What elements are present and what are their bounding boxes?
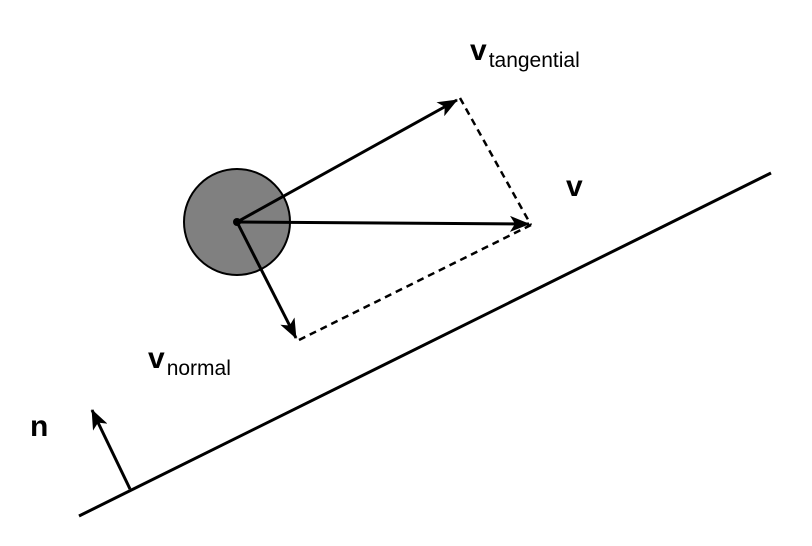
surface-normal-arrow (90, 409, 132, 490)
inclined-surface-line (78, 171, 772, 518)
label-v-normal-base: v (148, 342, 165, 375)
dashed-tangential-to-v (458, 97, 533, 226)
label-v-tangential-base: v (470, 34, 487, 67)
ball-center-dot (233, 218, 241, 226)
velocity-arrow (236, 215, 530, 232)
label-v-normal-sub: normal (167, 357, 231, 380)
tangential-velocity-arrow (236, 98, 458, 224)
label-v: v (566, 170, 583, 203)
label-v-tangential-sub: tangential (489, 49, 580, 72)
label-n: n (30, 410, 48, 443)
label-v-normal: vnormal (148, 342, 231, 380)
normal-velocity-arrow (235, 221, 298, 339)
dashed-normal-to-v (298, 223, 532, 342)
label-v-tangential: vtangential (470, 34, 580, 72)
